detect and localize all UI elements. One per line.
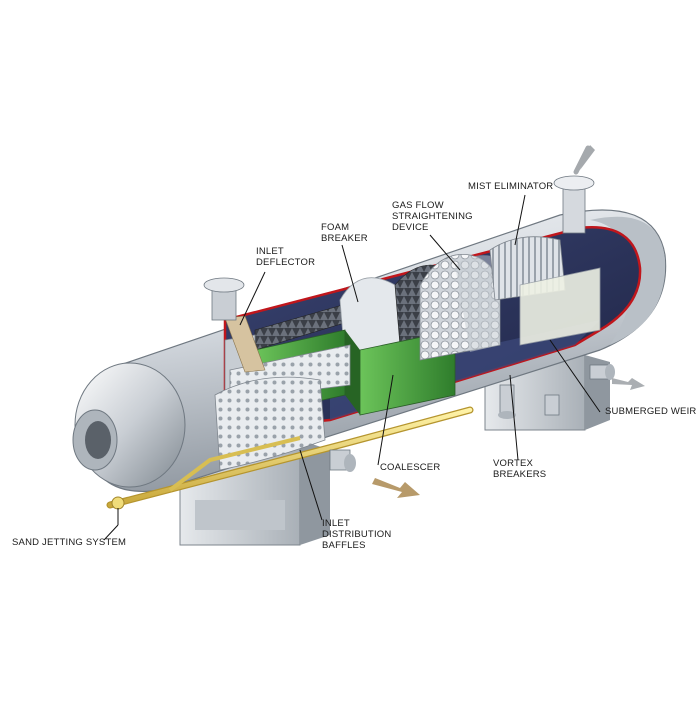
label-line: INLET bbox=[256, 246, 284, 257]
label-line: INLET bbox=[322, 518, 350, 529]
label-line: SAND JETTING SYSTEM bbox=[12, 537, 127, 548]
label-line: COALESCER bbox=[380, 462, 441, 473]
label-line: VORTEX bbox=[493, 458, 534, 469]
vortex-breaker-outlets bbox=[329, 364, 615, 472]
inlet-nozzle bbox=[203, 277, 245, 321]
label-line: DISTRIBUTION bbox=[322, 529, 392, 540]
label-sand-jetting-system: SAND JETTING SYSTEM bbox=[12, 537, 126, 548]
label-line: SUBMERGED WEIR bbox=[605, 406, 697, 417]
label-line: BREAKERS bbox=[493, 469, 547, 480]
label-line: BREAKER bbox=[321, 233, 368, 244]
gas-outlet-nozzle bbox=[553, 145, 595, 234]
leader-lines bbox=[103, 194, 601, 541]
inlet-deflector bbox=[224, 315, 266, 373]
label-line: BAFFLES bbox=[322, 540, 366, 551]
label-line: FOAM bbox=[321, 222, 350, 233]
main-inlet-flange bbox=[72, 409, 118, 471]
sand-jetting-pipe bbox=[106, 406, 474, 510]
label-line: DEFLECTOR bbox=[256, 257, 316, 268]
gas-flow-straightening-device bbox=[419, 253, 501, 361]
label-coalescer: COALESCER bbox=[380, 462, 440, 473]
submerged-weir-plate bbox=[519, 267, 601, 346]
label-line: DEVICE bbox=[392, 222, 429, 233]
label-submerged-weir: SUBMERGED WEIR bbox=[605, 406, 696, 417]
label-line: MIST ELIMINATOR bbox=[468, 181, 554, 192]
label-line: GAS FLOW bbox=[392, 200, 444, 211]
label-mist-eliminator: MIST ELIMINATOR bbox=[468, 181, 553, 192]
flow-arrows bbox=[372, 378, 645, 498]
label-line: STRAIGHTENING bbox=[392, 211, 473, 222]
